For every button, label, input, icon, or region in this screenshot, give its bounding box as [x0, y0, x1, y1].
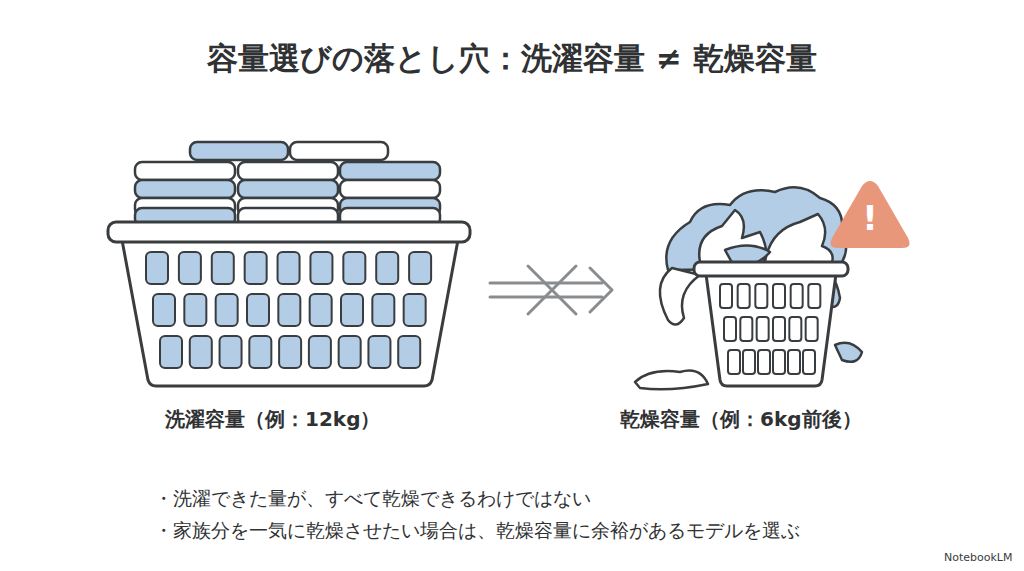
basket-slot: [220, 336, 242, 368]
arrow-shaft: [490, 296, 602, 299]
basket-slot: [309, 336, 331, 368]
basket-slot: [791, 284, 803, 308]
capacity-label: 洗濯容量（例：12kg）: [165, 406, 380, 433]
basket-slot: [773, 284, 785, 308]
basket-slot: [738, 284, 750, 308]
basket-slot: [806, 317, 818, 341]
basket-slot: [279, 336, 301, 368]
bullet-note: ・洗濯できた量が、すべて乾燥できるわけではない: [154, 486, 591, 512]
warning-mark: !: [852, 196, 888, 240]
arrow-shaft: [490, 282, 602, 285]
basket-slot: [216, 294, 238, 326]
basket-slot: [278, 252, 300, 284]
basket-slot: [789, 317, 801, 341]
folded-cloth: [238, 180, 338, 198]
warning-triangle: [830, 181, 909, 248]
arrow-head: [590, 268, 612, 312]
basket-slot: [372, 294, 394, 326]
basket-slot: [310, 252, 332, 284]
basket-slot: [773, 317, 785, 341]
folded-cloth: [290, 142, 388, 160]
small-basket: [694, 262, 848, 386]
folded-cloth: [190, 142, 288, 160]
crossed-arrow: [490, 268, 612, 312]
basket-slot: [398, 336, 420, 368]
basket-slot: [190, 336, 212, 368]
basket-slot: [179, 252, 201, 284]
capacity-label: 乾燥容量（例：6kg前後）: [620, 406, 862, 433]
basket-node: 洗濯容量（例：12kg）: [105, 138, 490, 390]
basket-slot: [720, 284, 732, 308]
basket-slot: [212, 252, 234, 284]
basket-slot: [724, 317, 736, 341]
folded-cloth: [238, 162, 338, 180]
folded-clothes: [135, 142, 440, 226]
basket-slot: [740, 317, 752, 341]
basket-slot: [376, 252, 398, 284]
basket-slot: [755, 284, 767, 308]
bullet-note: ・家族分を一気に乾燥させたい場合は、乾燥容量に余裕があるモデルを選ぶ: [154, 518, 800, 544]
basket-slot: [343, 252, 365, 284]
watermark: NotebookLM: [944, 551, 1012, 564]
folded-cloth: [340, 162, 440, 180]
basket-slot: [743, 350, 755, 374]
large-basket: [108, 222, 470, 386]
basket-slot: [341, 294, 363, 326]
basket-slot: [278, 294, 300, 326]
basket-slot: [728, 350, 740, 374]
basket-slot: [339, 336, 361, 368]
overflowing-clothes: [635, 187, 862, 389]
basket-slot: [247, 294, 269, 326]
basket-slot: [160, 336, 182, 368]
basket-slot: [153, 294, 175, 326]
basket-slot: [758, 350, 770, 374]
folded-cloth: [340, 180, 440, 198]
basket-node: 乾燥容量（例：6kg前後）: [612, 176, 857, 390]
basket-slot: [757, 317, 769, 341]
basket-slot: [245, 252, 267, 284]
folded-cloth: [135, 162, 235, 180]
basket-slot: [184, 294, 206, 326]
basket-slot: [808, 284, 820, 308]
basket-slot: [788, 350, 800, 374]
title: 容量選びの落とし穴：洗濯容量 ≠ 乾燥容量: [0, 38, 1024, 80]
cross-mark: [528, 266, 576, 314]
basket-slot: [146, 252, 168, 284]
basket-slot: [803, 350, 815, 374]
basket-slot: [404, 294, 426, 326]
basket-slot: [368, 336, 390, 368]
basket-slot: [249, 336, 271, 368]
basket-slot: [773, 350, 785, 374]
folded-cloth: [135, 180, 235, 198]
basket-slot: [409, 252, 431, 284]
basket-slot: [310, 294, 332, 326]
